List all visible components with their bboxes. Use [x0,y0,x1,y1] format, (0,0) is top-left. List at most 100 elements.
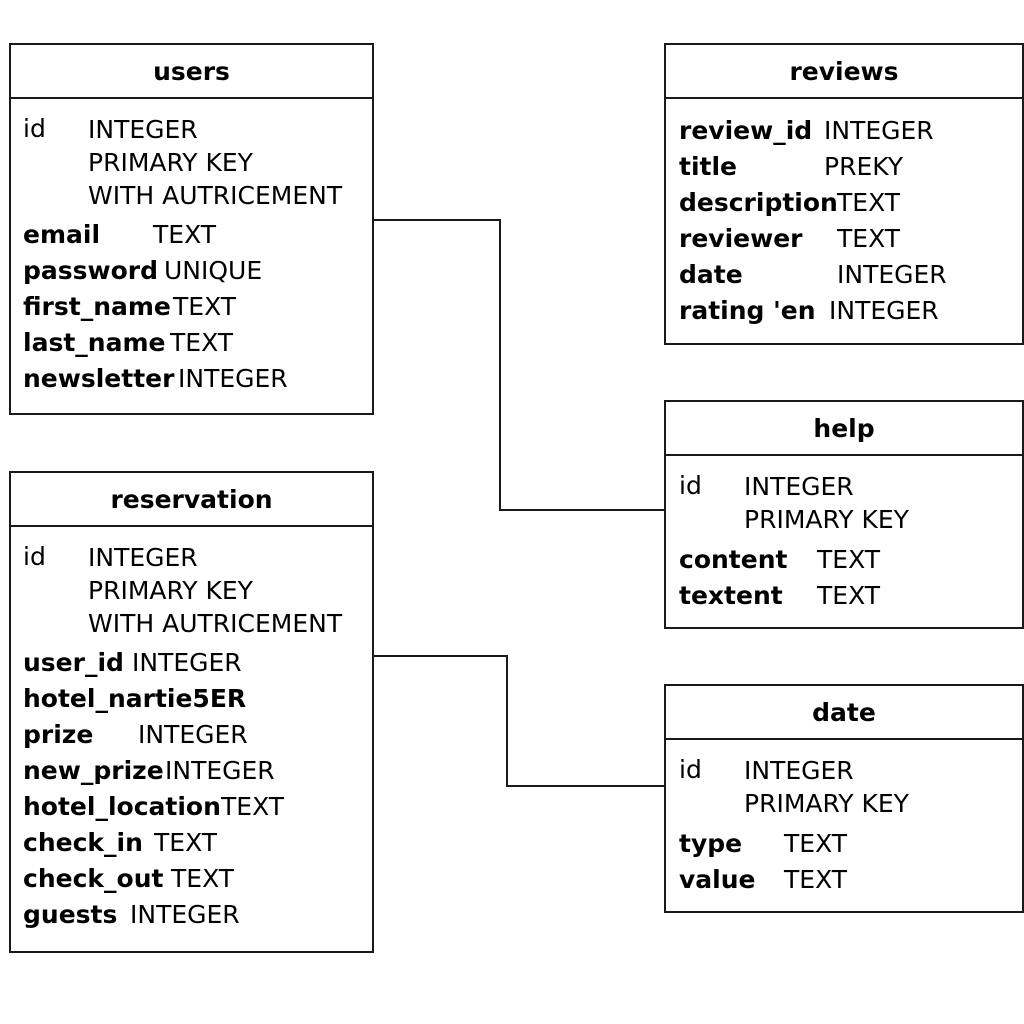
field-type-line: WITH AUTRICEMENT [88,181,343,210]
field-type: TEXT [784,829,848,858]
field-name: reviewer [679,224,803,253]
table-users-fields: id INTEGER PRIMARY KEY WITH AUTRICEMENT … [11,99,372,397]
field-type: INTEGER [837,260,947,289]
field-name: check_in [23,828,143,857]
table-help-fields: id INTEGER PRIMARY KEY content TEXT text… [666,456,1022,614]
field-row: check_out TEXT [23,861,372,897]
field-row: prize INTEGER [23,717,372,753]
field-row: content TEXT [679,542,1022,578]
field-row: email TEXT [23,217,372,253]
field-name: last_name [23,328,166,357]
field-name: guests [23,900,118,929]
field-row: description TEXT [679,185,1022,221]
field-type: INTEGER PRIMARY KEY WITH AUTRICEMENT [88,541,437,640]
field-type: TEXT [817,545,881,574]
field-type: TEXT [173,292,237,321]
field-row: user_id INTEGER [23,645,372,681]
field-type-line: INTEGER [88,115,198,144]
field-type: TEXT [153,220,217,249]
field-row: hotel_nartie5ER [23,681,372,717]
table-users[interactable]: users id INTEGER PRIMARY KEY WITH AUTRIC… [9,43,374,415]
field-type: INTEGER PRIMARY KEY [744,470,1024,536]
field-name: id [679,471,702,500]
field-type: INTEGER [829,296,939,325]
field-row: value TEXT [679,862,1022,898]
field-type-line: PRIMARY KEY [744,505,909,534]
field-row: first_name TEXT [23,289,372,325]
table-reservation-fields: id INTEGER PRIMARY KEY WITH AUTRICEMENT … [11,527,372,933]
field-name: new_prize [23,756,164,785]
field-name: hotel_nartie5ER [23,684,247,713]
field-type: INTEGER [824,116,934,145]
field-type: INTEGER [132,648,242,677]
field-type: PREKY [824,152,904,181]
field-row: date INTEGER [679,257,1022,293]
field-row: id INTEGER PRIMARY KEY WITH AUTRICEMENT [23,541,372,641]
field-name: newsletter [23,364,175,393]
field-name: id [23,114,46,143]
field-type: INTEGER [130,900,240,929]
field-row: last_name TEXT [23,325,372,361]
table-help-title: help [666,402,1022,456]
field-type: INTEGER [138,720,248,749]
reservation-date-connector [373,655,665,787]
table-reviews-fields: review_id INTEGER title PREKY descriptio… [666,99,1022,329]
field-row: id INTEGER PRIMARY KEY [679,470,1022,538]
field-name: date [679,260,743,289]
table-reservation[interactable]: reservation id INTEGER PRIMARY KEY WITH … [9,471,374,953]
field-name: textent [679,581,783,610]
field-name: rating 'en [679,296,816,325]
field-row: guests INTEGER [23,897,372,933]
field-row: newsletter INTEGER [23,361,372,397]
field-type: INTEGER [178,364,288,393]
table-date-fields: id INTEGER PRIMARY KEY type TEXT value T… [666,740,1022,898]
field-name: password [23,256,159,285]
table-reservation-title: reservation [11,473,372,527]
table-reviews[interactable]: reviews review_id INTEGER title PREKY de… [664,43,1024,345]
field-name: type [679,829,743,858]
field-row: password UNIQUE [23,253,372,289]
field-type-line: PRIMARY KEY [744,789,909,818]
field-type-line: INTEGER [744,756,854,785]
field-row: id INTEGER PRIMARY KEY WITH AUTRICEMENT [23,113,372,213]
field-name: value [679,865,756,894]
field-row: check_in TEXT [23,825,372,861]
field-type-line: INTEGER [88,543,198,572]
field-name: title [679,152,737,181]
field-name: content [679,545,788,574]
field-row: id INTEGER PRIMARY KEY [679,754,1022,822]
table-date[interactable]: date id INTEGER PRIMARY KEY type TEXT va… [664,684,1024,913]
field-row: new_prize INTEGER [23,753,372,789]
field-type-line: WITH AUTRICEMENT [88,609,343,638]
field-type: INTEGER PRIMARY KEY WITH AUTRICEMENT [88,113,437,212]
field-type: UNIQUE [164,256,263,285]
field-row: rating 'en INTEGER [679,293,1022,329]
field-row: type TEXT [679,826,1022,862]
table-date-title: date [666,686,1022,740]
field-name: review_id [679,116,813,145]
field-type: TEXT [837,188,901,217]
field-type: TEXT [171,864,235,893]
users-help-connector [373,219,665,511]
field-name: check_out [23,864,164,893]
field-name: user_id [23,648,124,677]
field-name: hotel_location [23,792,221,821]
field-name: description [679,188,838,217]
field-name: id [679,755,702,784]
field-name: prize [23,720,94,749]
table-users-title: users [11,45,372,99]
field-type: TEXT [221,792,285,821]
field-type-line: INTEGER [744,472,854,501]
field-name: first_name [23,292,171,321]
field-row: textent TEXT [679,578,1022,614]
field-type-line: PRIMARY KEY [88,148,253,177]
field-name: email [23,220,101,249]
field-row: review_id INTEGER [679,113,1022,149]
field-type: TEXT [817,581,881,610]
table-help[interactable]: help id INTEGER PRIMARY KEY content TEXT… [664,400,1024,629]
field-type: TEXT [784,865,848,894]
field-type: TEXT [837,224,901,253]
field-type-line: PRIMARY KEY [88,576,253,605]
